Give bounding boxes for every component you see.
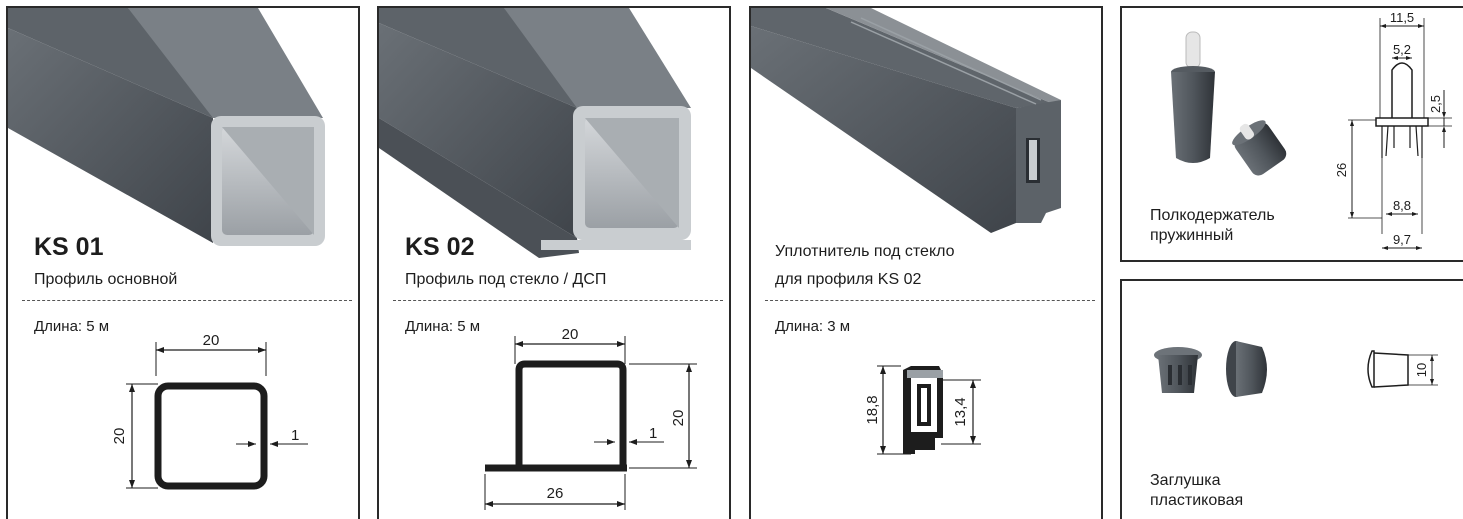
dim-bottom: 26 xyxy=(547,485,564,502)
plug-image xyxy=(1154,341,1267,397)
dim-cap: 2,5 xyxy=(1428,95,1443,113)
dim-wall: 1 xyxy=(291,427,299,444)
product-card-ks01: KS 01 Профиль основной Длина: 5 м 20 20 … xyxy=(6,6,360,519)
dim-wall: 1 xyxy=(649,425,657,442)
dim-inner: 13,4 xyxy=(952,397,969,426)
dim-base: 9,7 xyxy=(1393,232,1411,247)
length-label: Длина: 3 м xyxy=(775,318,851,335)
ks01-profile-image xyxy=(8,8,325,246)
product-name-line1: Уплотнитель под стекло xyxy=(775,243,955,260)
product-card-ks02: KS 02 Профиль под стекло / ДСП Длина: 5 … xyxy=(377,6,731,519)
ks01-section-drawing: 20 20 1 xyxy=(111,332,308,490)
product-name: Профиль основной xyxy=(34,271,178,288)
product-name-line1: Заглушка xyxy=(1150,472,1221,489)
dim-height: 20 xyxy=(670,410,687,427)
dim-outer: 18,8 xyxy=(864,395,881,424)
divider xyxy=(22,300,352,301)
dim-top: 11,5 xyxy=(1390,10,1414,25)
dim-pin: 5,2 xyxy=(1393,42,1411,57)
product-name-line2: пластиковая xyxy=(1150,492,1244,509)
product-card-holder: Полкодержатель пружинный 11,5 5,2 2,5 26… xyxy=(1120,6,1463,262)
dim-width: 20 xyxy=(203,332,220,349)
seal-profile-image xyxy=(751,8,1061,233)
product-name-line1: Полкодержатель xyxy=(1150,207,1275,224)
holder-drawing: 11,5 5,2 2,5 26 8,8 9,7 xyxy=(1334,10,1452,250)
ks02-profile-image xyxy=(379,8,691,258)
seal-section-drawing: 18,8 13,4 xyxy=(864,365,981,455)
dim-height: 20 xyxy=(111,428,128,445)
product-card-seal: Уплотнитель под стекло для профиля KS 02… xyxy=(749,6,1103,519)
dim-mid: 8,8 xyxy=(1393,198,1411,213)
divider xyxy=(765,300,1095,301)
ks02-section-drawing: 20 20 1 26 xyxy=(484,326,697,510)
model-label: KS 02 xyxy=(405,233,475,261)
product-name-line2: для профиля KS 02 xyxy=(775,271,922,288)
product-name-line2: пружинный xyxy=(1150,227,1234,244)
length-label: Длина: 5 м xyxy=(405,318,481,335)
holder-image xyxy=(1171,31,1287,176)
length-label: Длина: 5 м xyxy=(34,318,110,335)
product-name: Профиль под стекло / ДСП xyxy=(405,271,607,288)
divider xyxy=(393,300,723,301)
dim-width: 20 xyxy=(562,326,579,343)
plug-drawing: 10 xyxy=(1367,350,1438,388)
dim-height: 26 xyxy=(1334,163,1349,177)
dim-height: 10 xyxy=(1414,363,1429,377)
product-card-plug: 10 Заглушка пластиковая xyxy=(1120,279,1463,519)
model-label: KS 01 xyxy=(34,233,104,261)
